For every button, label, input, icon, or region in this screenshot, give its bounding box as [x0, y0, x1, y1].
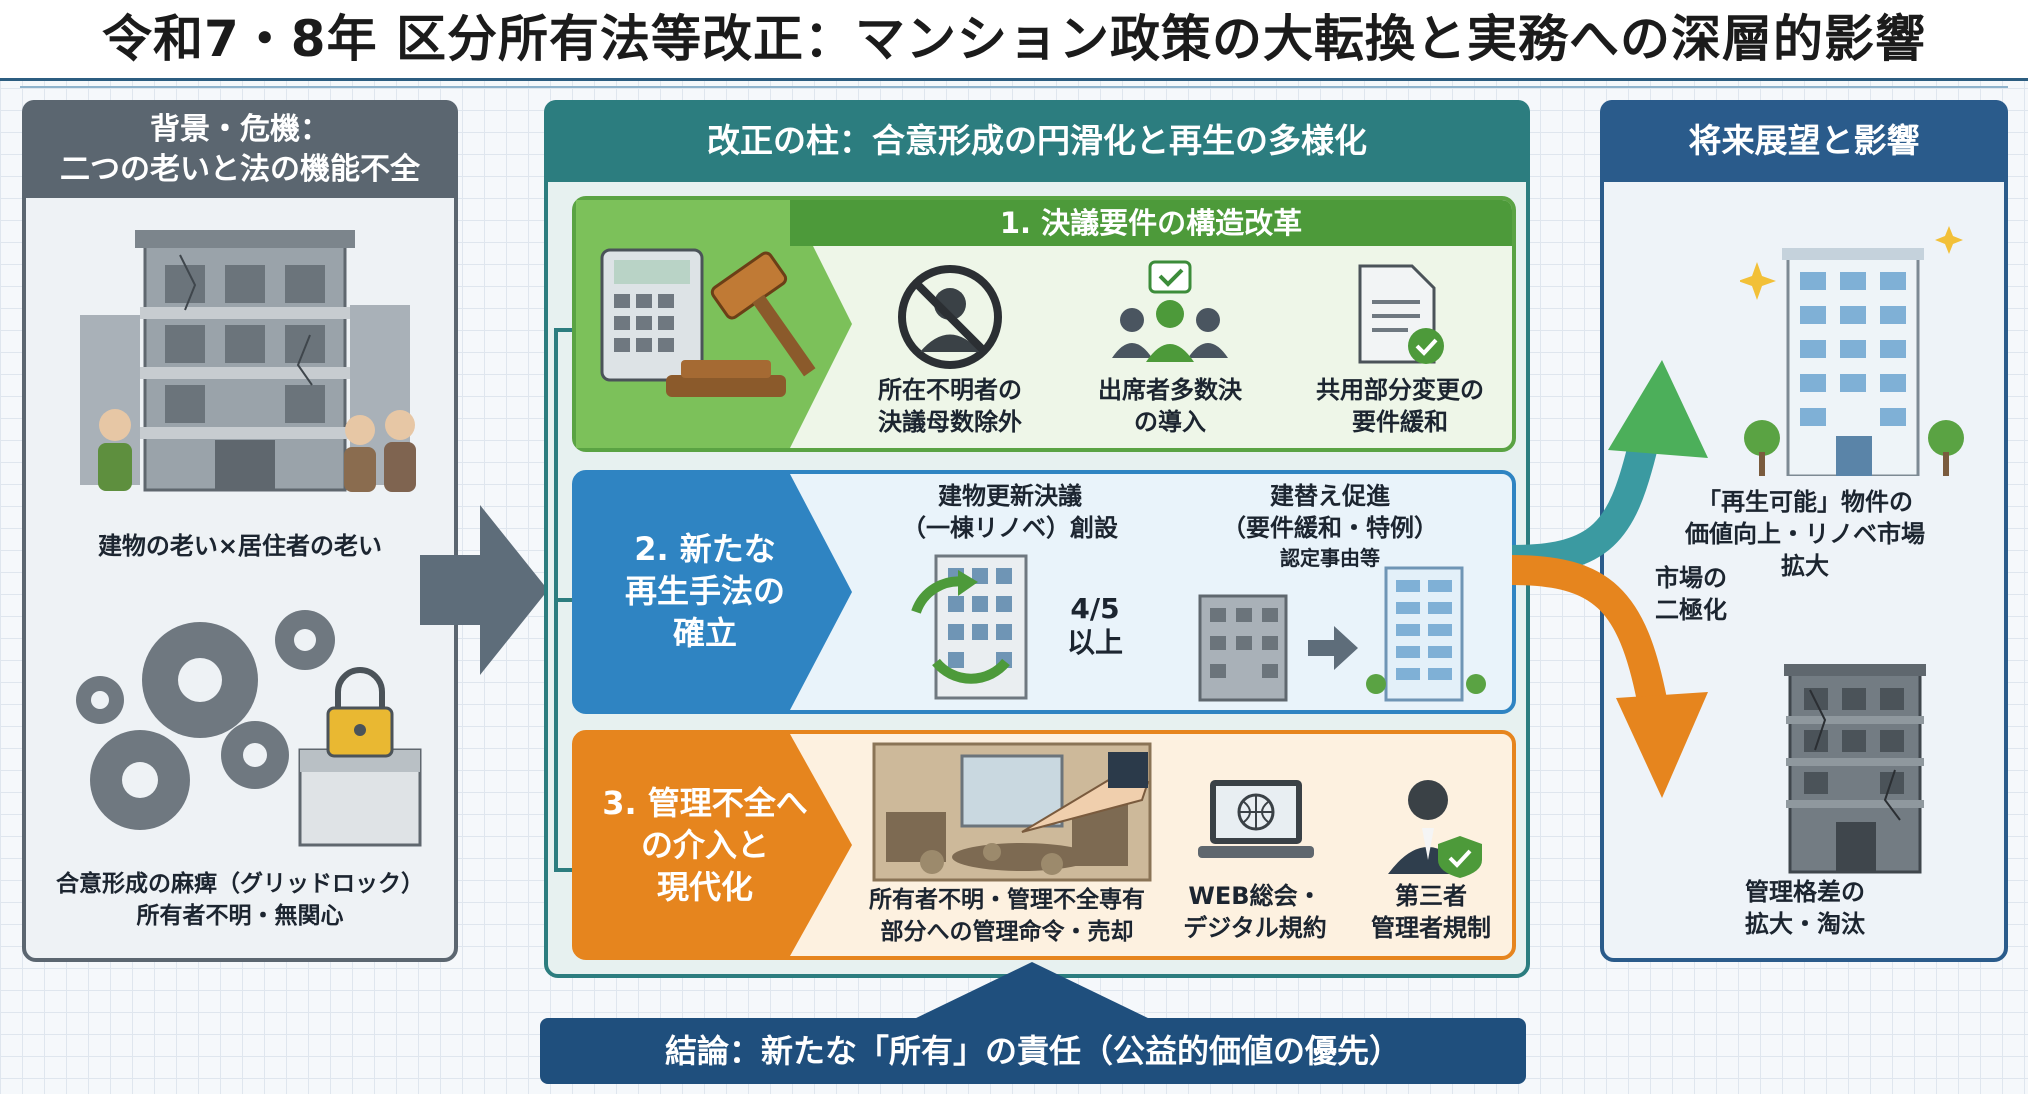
pillar-1-chevron — [576, 200, 852, 448]
web-laptop-icon — [1198, 780, 1314, 858]
declining-building-illustration — [1784, 664, 1926, 874]
market-polarization-label: 市場の 二極化 — [1655, 564, 1727, 624]
title-bar: 令和7・8年 区分所有法等改正：マンション政策の大転換と実務への深層的影響 — [0, 0, 2028, 88]
flow-arrow-icon — [420, 505, 548, 675]
document-check-icon — [1358, 264, 1444, 364]
background-header-line1: 背景・危機： — [150, 112, 330, 147]
aging-building-illustration — [80, 230, 416, 492]
pillar-1-title-bar — [790, 200, 1512, 246]
pillar-connector — [554, 328, 574, 872]
management-order-label: 所有者不明・管理不全専有 部分への管理命令・売却 — [869, 887, 1145, 945]
conclusion-text: 結論：新たな「所有」の責任（公益的価値の優先） — [664, 1032, 1401, 1070]
new-building-illustration — [1740, 226, 1964, 476]
reform-pillars-header: 改正の柱：合意形成の円滑化と再生の多様化 — [544, 100, 1530, 182]
rebuild-promotion-label: 建替え促進 （要件緩和・特例） 認定事由等 — [1222, 482, 1438, 570]
majority-vote-icon — [1112, 260, 1228, 362]
pillar-3-label: 3. 管理不全へ の介入と 現代化 — [602, 784, 808, 906]
pillar-3-chevron — [576, 734, 852, 956]
pillar-1-title: 1. 決議要件の構造改革 — [999, 206, 1303, 240]
renovation-building-icon — [911, 554, 1028, 700]
conclusion-pointer — [912, 962, 1152, 1020]
no-person-icon — [898, 265, 1002, 369]
background-panel-header: 背景・危機： 二つの老いと法の機能不全 — [22, 100, 458, 198]
renewable-value-label: 「再生可能」物件の 価値向上・リノベ市場 拡大 — [1685, 488, 1925, 580]
outlook-header: 将来展望と影響 — [1600, 100, 2008, 182]
management-gap-label: 管理格差の 拡大・淘汰 — [1745, 878, 1865, 938]
market-split-arrows — [1512, 360, 1708, 798]
background-header-line2: 二つの老いと法の機能不全 — [60, 152, 420, 187]
gridlock-caption: 合意形成の麻痺（グリッドロック） 所有者不明・無関心 — [56, 871, 424, 929]
pillar-2-chevron — [576, 474, 852, 710]
web-meeting-label: WEB総会・ デジタル規約 — [1183, 882, 1327, 942]
third-party-label: 第三者 管理者規制 — [1371, 882, 1491, 942]
gridlock-gears-illustration — [76, 610, 422, 847]
common-area-change-label: 共用部分変更の 要件緩和 — [1316, 376, 1484, 436]
rebuild-icon — [1198, 566, 1486, 702]
building-renewal-label: 建物更新決議 （一棟リノベ）創設 — [902, 482, 1118, 542]
neglected-unit-illustration — [872, 742, 1152, 882]
third-party-manager-icon — [1388, 780, 1482, 878]
pillar-2-label: 2. 新たな 再生手法の 確立 — [624, 530, 785, 652]
attendee-majority-label: 出席者多数決 の導入 — [1098, 376, 1242, 436]
aging-caption: 建物の老い×居住者の老い — [97, 532, 383, 560]
conclusion-bar — [540, 1018, 1526, 1084]
absentee-exclusion-label: 所在不明者の 決議母数除外 — [878, 376, 1022, 436]
renewal-ratio: 4/5 以上 — [1066, 592, 1123, 659]
page-title: 令和7・8年 区分所有法等改正：マンション政策の大転換と実務への深層的影響 — [102, 10, 1926, 68]
